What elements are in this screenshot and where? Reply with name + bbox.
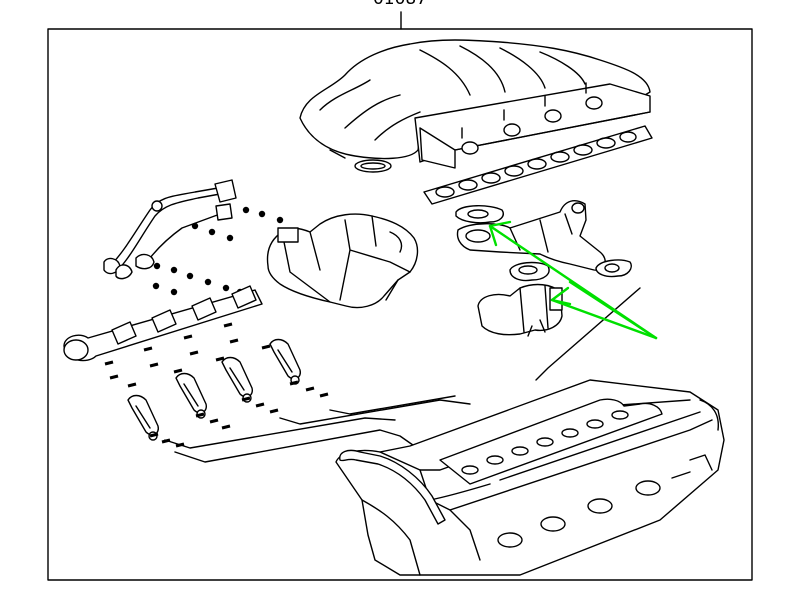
injector-seals (104, 322, 329, 448)
turbo-egr-assembly (477, 283, 563, 337)
sensor-harness (103, 179, 237, 280)
fuel-injectors (127, 338, 302, 441)
fuel-rail (63, 285, 263, 362)
intake-manifold (299, 39, 651, 169)
arrow-shaft-secondary (568, 280, 658, 340)
head-gasket (339, 449, 446, 525)
exhaust-flange-gasket (595, 259, 632, 278)
arrow-to-exhaust-pipe-gasket (550, 298, 658, 340)
intake-o-ring (354, 159, 392, 173)
leader-lines (164, 287, 641, 463)
exhaust-manifold (456, 200, 606, 271)
throttle-body (266, 213, 419, 309)
diagram-frame (47, 11, 753, 581)
exhaust-pipe-gasket (509, 261, 550, 282)
exhaust-manifold-gasket (455, 205, 504, 224)
green-pointer-arrows (488, 220, 658, 340)
arrowhead-exhaust-pipe-gasket (550, 286, 572, 306)
part-reference-number: 01087 (350, 0, 450, 9)
intake-manifold-gasket (423, 125, 653, 205)
cylinder-head (335, 379, 725, 576)
arrowhead-exhaust-manifold-gasket (488, 220, 512, 247)
